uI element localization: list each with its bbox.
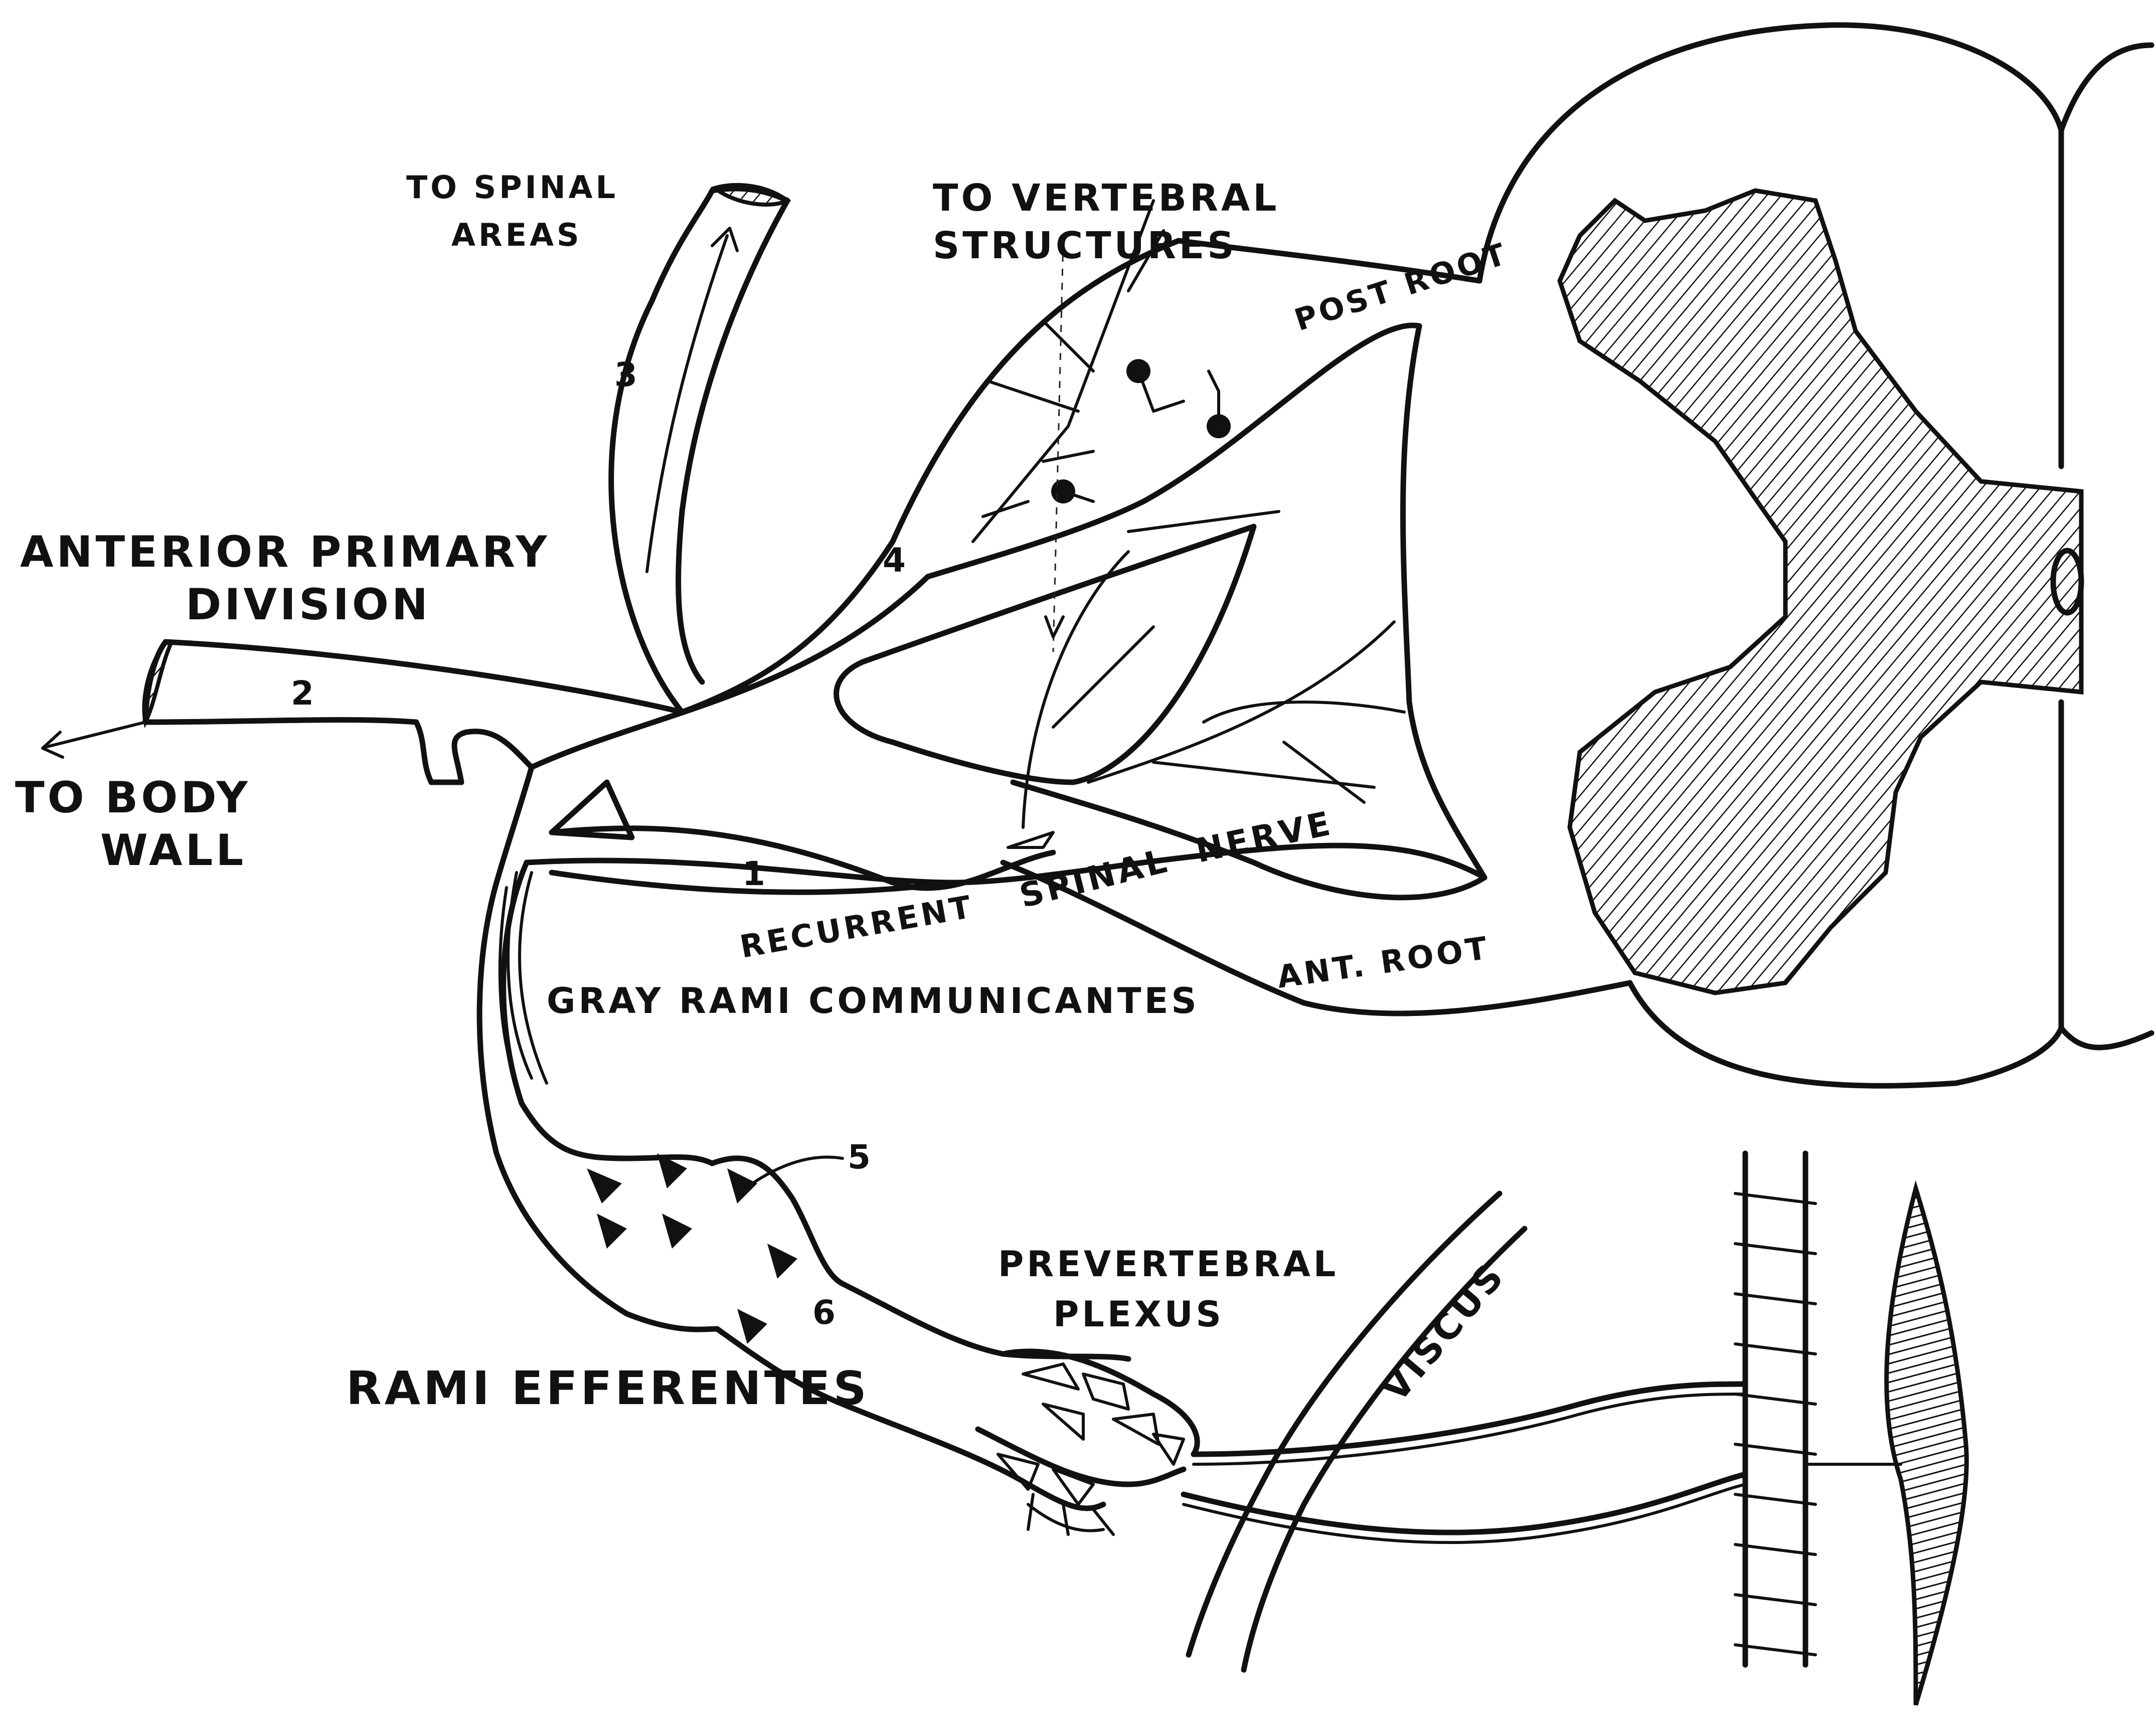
posterior-ramus-cut [715,185,787,205]
smooth-muscle [1887,1188,1967,1705]
label-to-body-wall-line2: WALL [100,825,246,876]
blood-vessel [1735,1153,1901,1665]
label-to-spinal-line2: AREAS [451,217,582,253]
spinal-cord [1179,25,2151,1086]
label-to-spinal-line1: TO SPINAL [406,169,618,206]
neuron [662,1214,692,1249]
label-rami-efferentes: RAMI EFFERENTES [346,1361,870,1415]
neuron [767,1244,797,1279]
label-post-root: POST ROOT [1290,236,1513,338]
neuron [587,1168,622,1204]
label-anterior-primary-line2: DIVISION [186,580,431,630]
anterior-primary-division [43,642,682,782]
number-3: 3 [614,356,640,394]
prevertebral-plexus [978,1351,1745,1542]
label-to-vertebral-line2: STRUCTURES [933,224,1237,267]
neuron [737,1309,767,1344]
neuron [597,1214,627,1249]
number-1: 1 [742,854,768,893]
label-prevertebral-line2: PLEXUS [1053,1294,1224,1335]
label-ant-root: ANT. ROOT [1275,929,1492,995]
labels: TO SPINAL AREAS TO VERTEBRAL STRUCTURES … [15,169,1513,1415]
anterior-ramus-cut [144,642,171,722]
label-gray-rami: GRAY RAMI COMMUNICANTES [547,980,1200,1021]
neuron [727,1168,757,1204]
label-viscus: VISCUS [1374,1254,1514,1409]
number-5: 5 [848,1138,874,1176]
label-to-body-wall-line1: TO BODY [15,773,251,823]
gray-matter [1560,191,2081,993]
label-recurrent: RECURRENT [737,888,976,965]
label-anterior-primary-line1: ANTERIOR PRIMARY [20,527,550,577]
label-to-vertebral-line1: TO VERTEBRAL [933,177,1279,220]
number-4: 4 [883,541,909,580]
label-nerve: NERVE [1192,804,1336,871]
posterior-primary-division [611,185,787,712]
label-prevertebral-line1: PREVERTEBRAL [998,1244,1339,1285]
number-2: 2 [291,674,317,713]
number-6: 6 [812,1293,839,1332]
